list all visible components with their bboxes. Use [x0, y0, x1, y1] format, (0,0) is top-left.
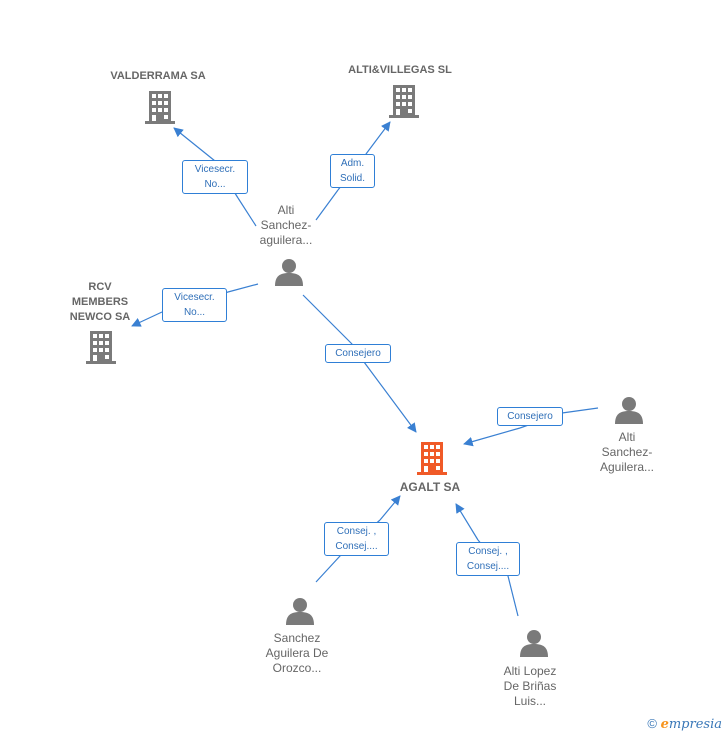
edge-line-e4 [302, 294, 416, 432]
edge-line-e6 [315, 496, 400, 583]
node-label-alti-lopez[interactable]: Alti Lopez De Briñas Luis... [503, 664, 557, 708]
rcv-building-icon[interactable] [86, 331, 116, 364]
node-label-altivillegas[interactable]: ALTI&VILLEGAS SL [348, 64, 452, 76]
agalt-building-icon[interactable] [417, 442, 447, 475]
valderrama-building-icon[interactable] [145, 91, 175, 124]
footer-brand: © empresia [647, 716, 722, 732]
node-label-rcv[interactable]: RCV MEMBERS NEWCO SA [69, 281, 131, 323]
edge-line-e5 [464, 407, 599, 444]
node-label-alti-sanchez-aguilera[interactable]: Alti Sanchez- aguilera... [259, 203, 313, 247]
edge-label-e2[interactable]: Adm. Solid. [330, 154, 375, 188]
node-label-valderrama[interactable]: VALDERRAMA SA [110, 70, 206, 82]
node-label-agalt[interactable]: AGALT SA [399, 480, 461, 494]
alti-sanchez-aguilera-person-icon[interactable] [275, 259, 303, 286]
empresia-logo: empresia [660, 717, 722, 732]
copyright-symbol: © [647, 716, 657, 731]
edge-label-e6[interactable]: Consej. , Consej.... [324, 522, 389, 556]
edge-label-e1[interactable]: Vicesecr. No... [182, 160, 248, 194]
edge-label-e4[interactable]: Consejero [325, 344, 391, 363]
edge-line-e7 [456, 504, 519, 617]
edge-label-e3[interactable]: Vicesecr. No... [162, 288, 227, 322]
edge-line-e3 [132, 283, 259, 326]
node-label-sanchez-aguilera-orozco[interactable]: Sanchez Aguilera De Orozco... [265, 631, 329, 675]
edge-line-e1 [174, 128, 257, 227]
alti-sanchez-aguilera-2-person-icon[interactable] [615, 397, 643, 424]
altivillegas-building-icon[interactable] [389, 85, 419, 118]
edge-line-e2 [315, 122, 390, 221]
edge-label-e5[interactable]: Consejero [497, 407, 563, 426]
node-label-alti-sanchez-aguilera-2[interactable]: Alti Sanchez- Aguilera... [599, 430, 655, 474]
sanchez-aguilera-orozco-person-icon[interactable] [286, 598, 314, 625]
alti-lopez-person-icon[interactable] [520, 630, 548, 657]
edge-label-e7[interactable]: Consej. , Consej.... [456, 542, 520, 576]
